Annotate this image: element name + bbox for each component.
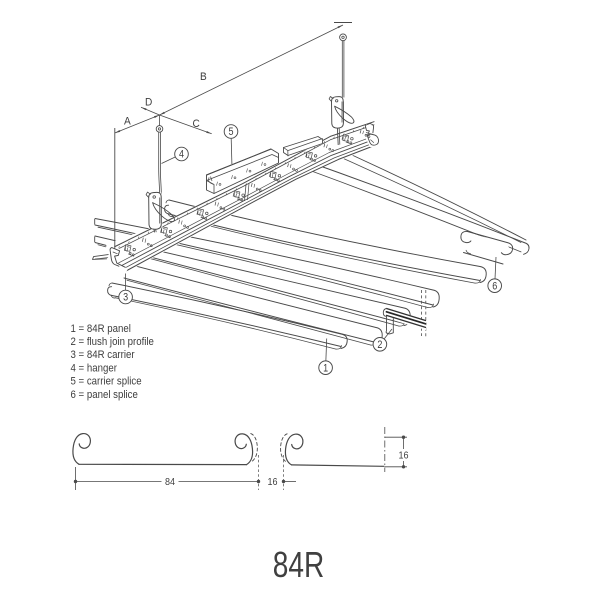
- svg-text:16: 16: [267, 477, 277, 489]
- svg-text:3 = 84R carrier: 3 = 84R carrier: [71, 348, 136, 361]
- svg-text:84: 84: [165, 477, 175, 489]
- svg-text:C: C: [193, 118, 201, 130]
- svg-text:A: A: [124, 115, 132, 127]
- svg-text:1: 1: [323, 363, 328, 375]
- svg-text:4: 4: [179, 149, 184, 161]
- svg-text:B: B: [200, 71, 207, 83]
- svg-text:4 = hanger: 4 = hanger: [71, 362, 118, 375]
- svg-text:2 = flush join profile: 2 = flush join profile: [71, 335, 155, 348]
- svg-text:3: 3: [123, 292, 128, 304]
- svg-text:5: 5: [228, 126, 233, 138]
- svg-text:6 = panel splice: 6 = panel splice: [71, 388, 138, 401]
- svg-text:84R: 84R: [273, 545, 324, 585]
- svg-text:5 = carrier splice: 5 = carrier splice: [71, 375, 142, 388]
- svg-text:2: 2: [377, 339, 382, 351]
- svg-text:D: D: [145, 96, 153, 108]
- svg-text:1 = 84R panel: 1 = 84R panel: [71, 322, 131, 335]
- svg-text:6: 6: [492, 281, 497, 293]
- svg-text:16: 16: [398, 450, 408, 462]
